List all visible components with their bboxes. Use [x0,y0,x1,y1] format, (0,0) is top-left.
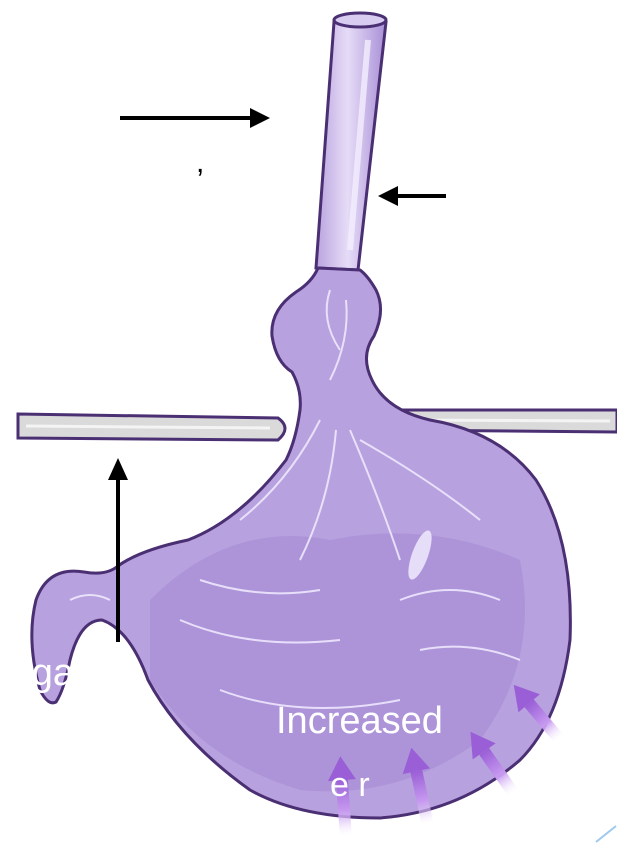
label-gastric-partial: d gastric [0,652,144,695]
diaphragm-left [18,414,285,440]
label-increased-partial: Increased [276,700,443,743]
decorative-stroke [596,826,616,842]
label-lower-fragment: e r [330,766,370,805]
comma-mark: , [196,146,204,180]
esophagus [316,13,386,270]
arrow-top-left [120,108,270,128]
arrow-right-esophagus [378,186,446,206]
